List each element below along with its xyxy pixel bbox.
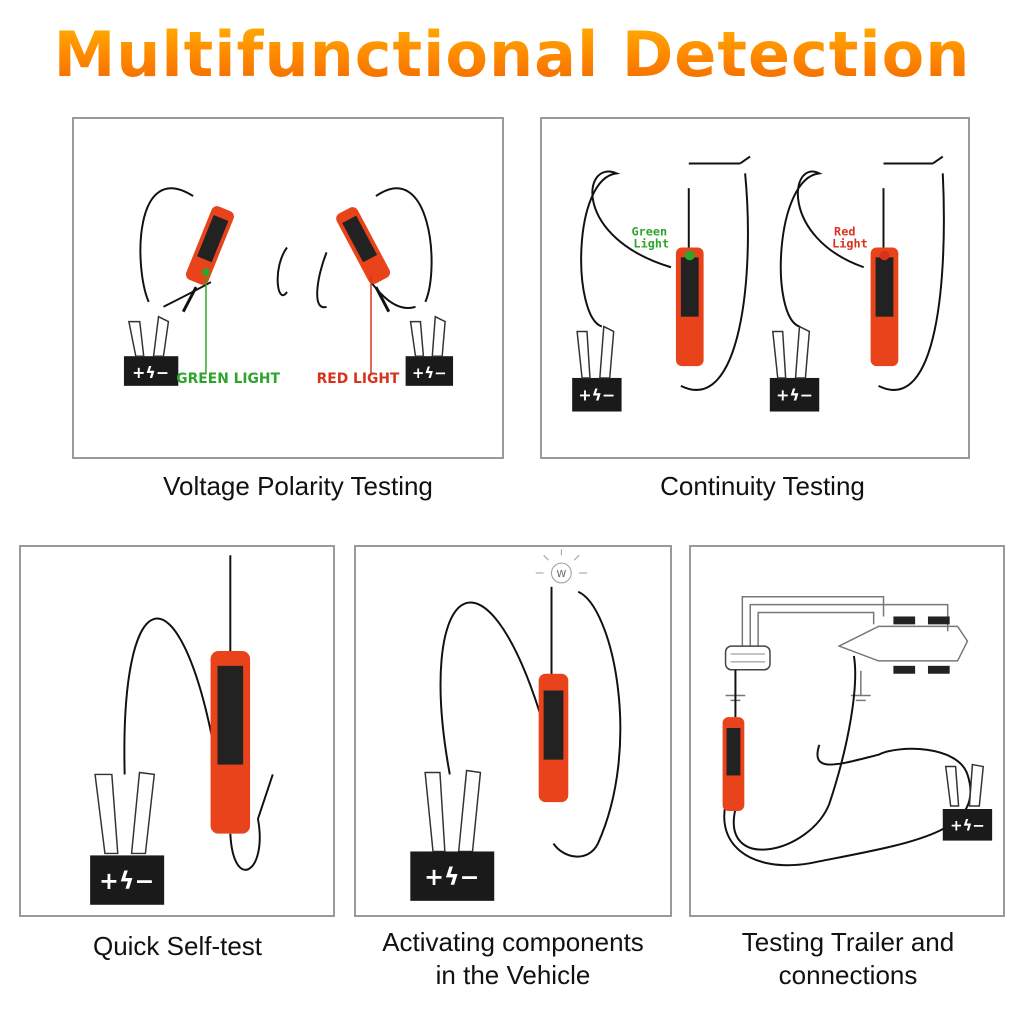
continuity-panel: +ϟ− +ϟ− Green Light Red Light xyxy=(540,117,970,459)
red-light-label-2: Light xyxy=(832,236,868,250)
probe-icon xyxy=(675,247,899,367)
svg-text:W: W xyxy=(557,569,567,580)
trailer-caption-line1: Testing Trailer and xyxy=(741,927,955,957)
svg-text:+ϟ−: +ϟ− xyxy=(424,863,479,891)
trailer-panel: +ϟ− xyxy=(689,545,1005,917)
self-test-panel: +ϟ− xyxy=(19,545,335,917)
red-light-label-1: Red xyxy=(834,225,855,239)
battery-icon: +ϟ− xyxy=(90,855,165,905)
probe-icon xyxy=(181,206,391,313)
battery-icon: +ϟ− xyxy=(942,809,993,841)
activating-illustration: W +ϟ− xyxy=(410,549,622,901)
continuity-caption: Continuity Testing xyxy=(660,471,865,501)
red-light-label: RED LIGHT xyxy=(317,371,400,387)
activating-caption-line1: Activating components xyxy=(382,927,644,957)
battery-icon: +ϟ− xyxy=(410,851,495,901)
self-test-caption: Quick Self-test xyxy=(92,931,263,961)
lamp-icon: W xyxy=(535,549,588,584)
voltage-polarity-illustration: +ϟ− +ϟ− GREEN LIGHT RED LIGHT xyxy=(123,187,454,387)
activating-panel: W +ϟ− xyxy=(354,545,672,917)
probe-icon xyxy=(722,717,745,811)
page-title: Multifunctional Detection xyxy=(0,18,1024,91)
activating-caption-line2: in the Vehicle xyxy=(435,960,591,990)
svg-text:+ϟ−: +ϟ− xyxy=(99,867,154,895)
trailer-caption-line2: connections xyxy=(778,960,918,990)
trailer-plug-icon xyxy=(724,645,771,671)
trailer-illustration: +ϟ− xyxy=(722,595,993,867)
svg-text:+ϟ−: +ϟ− xyxy=(412,365,447,382)
green-light-label-2: Light xyxy=(633,236,669,250)
self-test-illustration: +ϟ− xyxy=(90,555,274,905)
trailer-caption: Testing Trailer and connections xyxy=(680,926,1016,992)
svg-text:+ϟ−: +ϟ− xyxy=(578,386,615,405)
continuity-illustration: +ϟ− +ϟ− Green Light Red Light xyxy=(572,155,945,412)
svg-text:+ϟ−: +ϟ− xyxy=(776,386,813,405)
svg-text:+ϟ−: +ϟ− xyxy=(132,363,169,382)
probe-icon xyxy=(210,651,251,834)
green-light-label: GREEN LIGHT xyxy=(176,371,280,387)
svg-text:+ϟ−: +ϟ− xyxy=(950,818,985,835)
green-light-label-1: Green xyxy=(631,225,667,239)
activating-caption: Activating components in the Vehicle xyxy=(345,926,681,992)
battery-icon: +ϟ− +ϟ− xyxy=(123,356,454,386)
probe-icon xyxy=(538,673,569,803)
voltage-polarity-panel: +ϟ− +ϟ− GREEN LIGHT RED LIGHT xyxy=(72,117,504,459)
voltage-polarity-caption: Voltage Polarity Testing xyxy=(163,471,433,501)
battery-icon: +ϟ− +ϟ− xyxy=(572,377,820,412)
